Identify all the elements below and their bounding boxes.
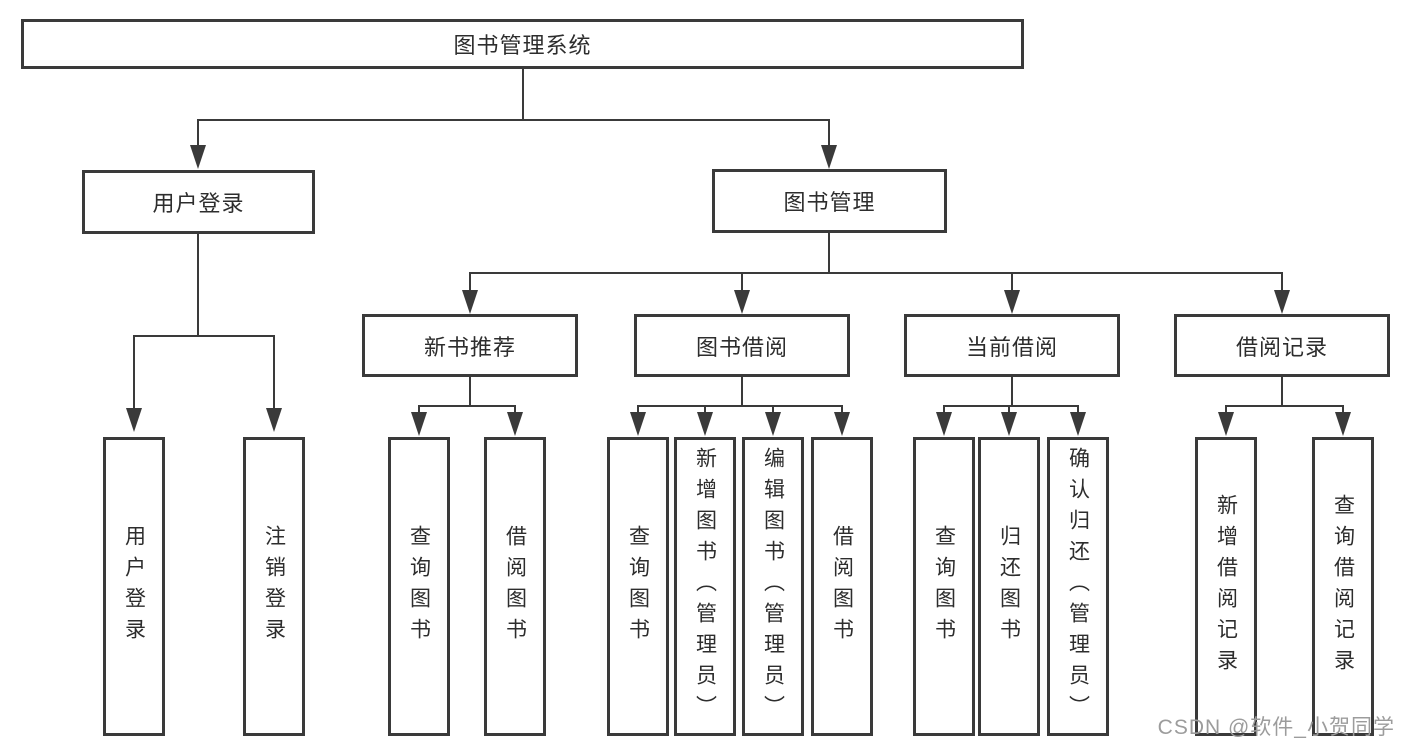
- node-book-management-label: 图书管理: [783, 190, 876, 215]
- connector-line: [469, 272, 471, 292]
- arrow-down-icon: [1001, 412, 1017, 436]
- connector-line: [828, 119, 830, 149]
- leaf-user-login: 用户登录: [103, 437, 165, 736]
- arrow-down-icon: [411, 412, 427, 436]
- connector-line: [133, 335, 135, 409]
- connector-line: [772, 405, 774, 415]
- connector-line: [1011, 377, 1013, 406]
- connector-line: [841, 405, 843, 415]
- arrow-down-icon: [1004, 290, 1020, 314]
- connector-line: [943, 405, 945, 415]
- connector-line: [273, 335, 275, 409]
- connector-line: [197, 234, 199, 336]
- connector-line: [704, 405, 706, 415]
- leaf-label: 查询图书: [407, 524, 431, 649]
- arrow-down-icon: [834, 412, 850, 436]
- node-new-book-recommendation: 新书推荐: [362, 314, 578, 377]
- node-root: 图书管理系统: [21, 19, 1024, 69]
- connector-line: [418, 405, 420, 415]
- connector-line: [1008, 405, 1010, 415]
- leaf-label: 借阅图书: [503, 524, 527, 649]
- node-borrowing-records: 借阅记录: [1174, 314, 1390, 377]
- connector-line: [828, 233, 830, 274]
- leaf-confirm-return-admin: 确认归还（管理员）: [1047, 437, 1109, 736]
- node-user-login: 用户登录: [82, 170, 315, 234]
- connector-line: [1225, 405, 1227, 415]
- leaf-add-borrow-record: 新增借阅记录: [1195, 437, 1257, 736]
- leaf-label: 新增借阅记录: [1214, 493, 1238, 680]
- connector-line: [637, 405, 843, 407]
- connector-line: [637, 405, 639, 415]
- csdn-watermark: CSDN @软件_小贺同学: [1157, 716, 1395, 739]
- leaf-label: 注销登录: [262, 524, 286, 649]
- connector-line: [741, 377, 743, 406]
- node-label: 新书推荐: [423, 334, 516, 360]
- leaf-borrow-book: 借阅图书: [811, 437, 873, 736]
- leaf-edit-book-admin: 编辑图书（管理员）: [742, 437, 804, 736]
- connector-line: [197, 119, 830, 121]
- node-label: 当前借阅: [965, 334, 1058, 360]
- arrow-down-icon: [765, 412, 781, 436]
- arrow-down-icon: [266, 408, 282, 432]
- node-label: 图书借阅: [695, 334, 788, 360]
- node-book-borrowing: 图书借阅: [634, 314, 850, 377]
- node-root-label: 图书管理系统: [453, 33, 592, 58]
- arrow-down-icon: [190, 145, 206, 169]
- arrow-down-icon: [1335, 412, 1351, 436]
- connector-line: [133, 335, 275, 337]
- leaf-query-borrow-record: 查询借阅记录: [1312, 437, 1374, 736]
- leaf-query-book-recommend: 查询图书: [388, 437, 450, 736]
- leaf-label: 查询图书: [932, 524, 956, 649]
- leaf-query-book-current: 查询图书: [913, 437, 975, 736]
- leaf-label: 归还图书: [997, 524, 1021, 649]
- leaf-logout: 注销登录: [243, 437, 305, 736]
- connector-line: [1281, 272, 1283, 292]
- arrow-down-icon: [734, 290, 750, 314]
- leaf-label: 借阅图书: [830, 524, 854, 649]
- arrow-down-icon: [1274, 290, 1290, 314]
- leaf-label: 编辑图书（管理员）: [761, 447, 785, 726]
- leaf-return-book: 归还图书: [978, 437, 1040, 736]
- leaf-label: 确认归还（管理员）: [1066, 447, 1090, 726]
- connector-line: [1281, 377, 1283, 406]
- connector-line: [514, 405, 516, 415]
- connector-line: [1011, 272, 1013, 292]
- node-current-borrowing: 当前借阅: [904, 314, 1120, 377]
- connector-line: [1342, 405, 1344, 415]
- arrow-down-icon: [630, 412, 646, 436]
- node-book-management: 图书管理: [712, 169, 947, 233]
- connector-line: [1225, 405, 1344, 407]
- connector-line: [469, 272, 1283, 274]
- connector-line: [1077, 405, 1079, 415]
- arrow-down-icon: [507, 412, 523, 436]
- arrow-down-icon: [821, 145, 837, 169]
- connector-line: [741, 272, 743, 292]
- connector-line: [418, 405, 516, 407]
- connector-line: [469, 377, 471, 406]
- leaf-query-book-borrowing: 查询图书: [607, 437, 669, 736]
- leaf-label: 新增图书（管理员）: [693, 447, 717, 726]
- arrow-down-icon: [1218, 412, 1234, 436]
- arrow-down-icon: [126, 408, 142, 432]
- leaf-label: 用户登录: [122, 524, 146, 649]
- connector-line: [197, 119, 199, 149]
- leaf-borrow-book-recommend: 借阅图书: [484, 437, 546, 736]
- leaf-add-book-admin: 新增图书（管理员）: [674, 437, 736, 736]
- arrow-down-icon: [1070, 412, 1086, 436]
- arrow-down-icon: [462, 290, 478, 314]
- leaf-label: 查询借阅记录: [1331, 493, 1355, 680]
- node-user-login-label: 用户登录: [152, 191, 245, 216]
- arrow-down-icon: [936, 412, 952, 436]
- leaf-label: 查询图书: [626, 524, 650, 649]
- connector-line: [943, 405, 1079, 407]
- node-label: 借阅记录: [1235, 334, 1328, 360]
- connector-line: [522, 69, 524, 120]
- arrow-down-icon: [697, 412, 713, 436]
